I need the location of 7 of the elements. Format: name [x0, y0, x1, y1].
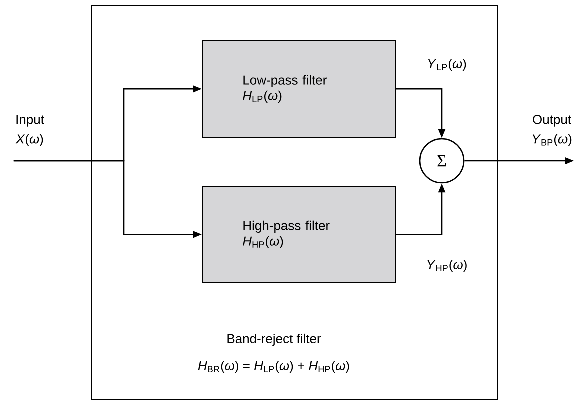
signal-label: Output Y$_{BP}$(ω): [532, 115, 572, 146]
edge-label: Y$_{HP}$(ω): [425, 258, 469, 274]
filter-box: Low-pass filter H$_{LP}$(ω): [202, 40, 396, 138]
filter-box: High-pass filter H$_{HP}$(ω): [202, 186, 396, 284]
summing-junction: Σ: [419, 138, 465, 184]
edge-label: Y$_{LP}$(ω): [426, 58, 468, 72]
signal-label: Input X(ω): [16, 115, 44, 146]
